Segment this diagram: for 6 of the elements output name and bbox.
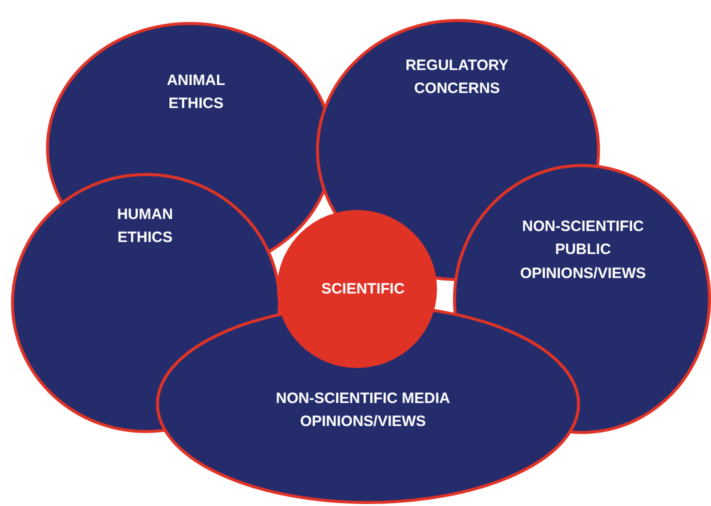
region-label: REGULATORY CONCERNS <box>404 56 510 99</box>
region-label: HUMAN ETHICS <box>116 204 174 248</box>
region-label: NON-SCIENTIFIC PUBLIC OPINIONS/VIEWS <box>519 217 647 284</box>
region-label: ANIMAL ETHICS <box>166 70 226 114</box>
region-label: SCIENTIFIC <box>320 279 406 300</box>
region-label: NON-SCIENTIFIC MEDIA OPINIONS/VIEWS <box>274 388 452 432</box>
